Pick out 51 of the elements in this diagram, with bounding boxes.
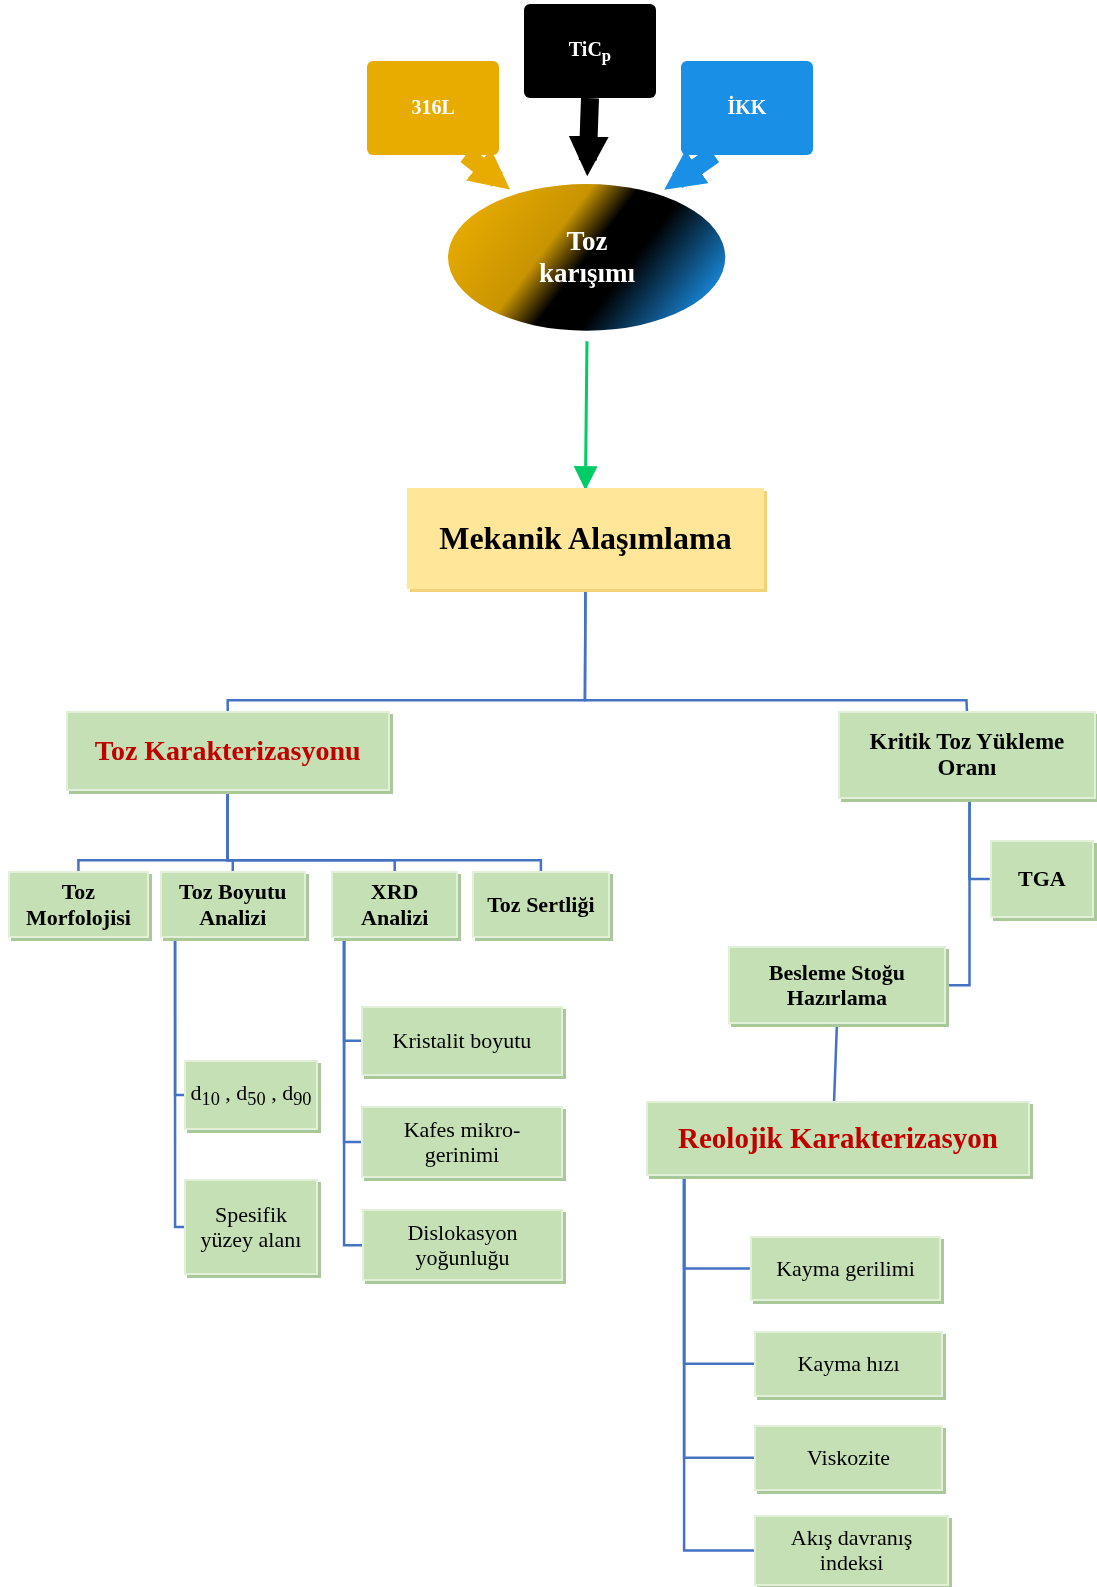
process-box <box>753 1514 950 1586</box>
node-label: Toz karışımı <box>537 226 636 289</box>
node-label: Akış davranış indeksi <box>789 1525 914 1576</box>
process-box <box>753 1330 944 1397</box>
node-label: XRD Analizi <box>360 879 430 930</box>
node-label: Toz Sertliği <box>486 892 596 918</box>
node-label: İKK <box>726 96 768 120</box>
process-box <box>361 1106 563 1178</box>
node-label: d$_{10}$ , d$_{50}$ , d$_{90}$ <box>189 1079 313 1111</box>
node-label: Toz Karakterizasyonu <box>93 735 362 768</box>
process-box <box>159 871 306 939</box>
connector-line <box>173 938 185 1229</box>
process-box <box>65 711 390 792</box>
node-label: Kayma hızı <box>796 1351 901 1377</box>
block-arrow <box>568 97 609 177</box>
connector-line <box>342 938 363 1247</box>
node-label: 316L <box>410 96 456 120</box>
process-box <box>749 1235 942 1302</box>
node-label: Dislokasyon yoğunluğu <box>406 1219 519 1271</box>
node-label: Kafes mikro-gerinimi <box>402 1116 522 1168</box>
node-label: TiC$_{p}$ <box>567 37 613 65</box>
node-label: Reolojik Karakterizasyon <box>677 1121 999 1156</box>
node-label: Spesifik yüzey alanı <box>199 1201 303 1253</box>
connector-line <box>832 1024 839 1102</box>
node-label: Mekanik Alaşımlama <box>438 519 733 557</box>
connector-line <box>946 799 971 987</box>
process-box <box>184 1178 318 1276</box>
node-label: Kristalit boyutu <box>391 1028 533 1054</box>
material-box <box>367 60 499 155</box>
node-label: Kritik Toz Yükleme Oranı <box>868 729 1066 782</box>
node-label: Kayma gerilimi <box>775 1255 916 1282</box>
node-label: Besleme Stoğu Hazırlama <box>767 959 907 1011</box>
material-box <box>681 60 813 155</box>
node-label: Viskozite <box>806 1445 892 1471</box>
process-box <box>989 839 1094 918</box>
material-box <box>524 4 656 99</box>
process-box <box>184 1059 318 1131</box>
process-box <box>753 1424 944 1491</box>
process-box <box>471 871 611 939</box>
process-box <box>727 946 947 1025</box>
process-box <box>8 871 149 939</box>
process-box <box>837 711 1096 800</box>
node-label: Toz Morfolojisi <box>24 879 132 930</box>
process-box <box>361 1005 563 1076</box>
connector-line <box>226 791 543 872</box>
process-box <box>362 1209 563 1282</box>
material-box <box>406 487 765 589</box>
node-label: Toz Boyutu Analizi <box>178 879 288 930</box>
process-box <box>330 871 459 939</box>
node-label: TGA <box>1017 866 1067 892</box>
process-box <box>645 1101 1031 1176</box>
